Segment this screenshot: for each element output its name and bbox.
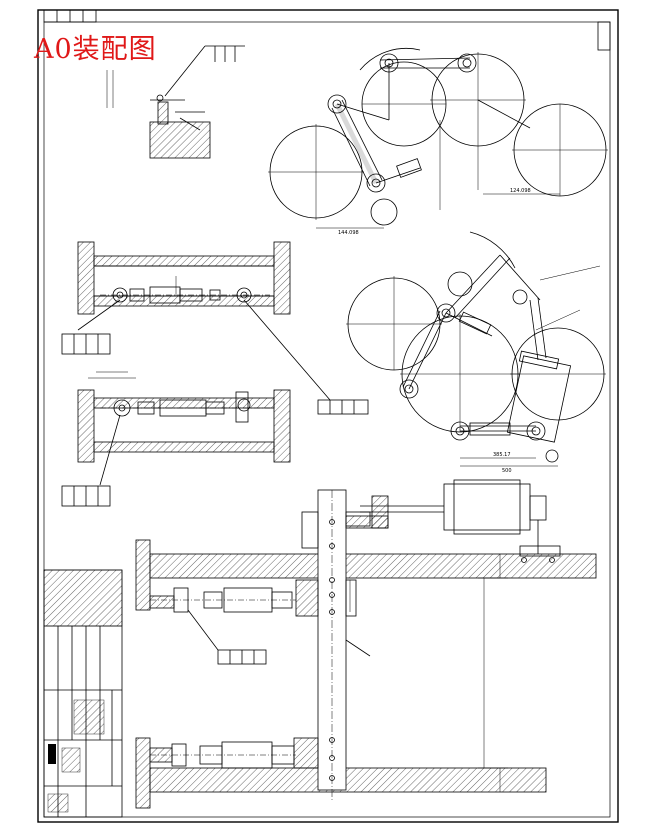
drawing-title: A0装配图 [34, 34, 157, 65]
dim-label-4: 500 [502, 468, 512, 474]
roller-schematic-middle [346, 231, 606, 467]
bracket-detail [106, 45, 245, 159]
outer-border [37, 9, 619, 823]
inner-border [43, 21, 611, 818]
dim-label-2: 124.098 [510, 188, 531, 194]
title-block [43, 569, 123, 818]
main-assembly-view [135, 479, 597, 809]
dim-label-3: 385.17 [493, 452, 511, 458]
section-view-lower [61, 371, 291, 507]
corner-code-box [597, 21, 611, 51]
roller-schematic-top [268, 48, 608, 229]
section-view-upper [61, 241, 369, 415]
dim-label-1: 144.098 [338, 230, 359, 236]
